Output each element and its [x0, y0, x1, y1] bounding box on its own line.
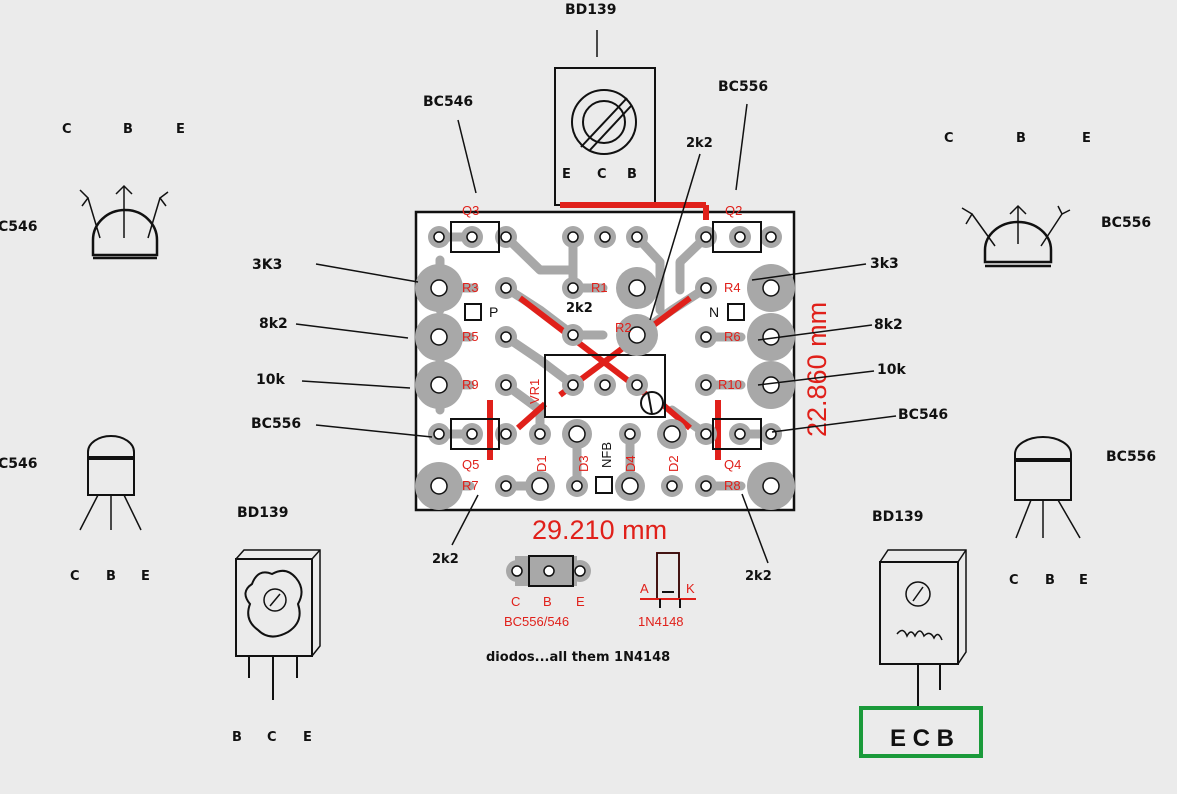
tr-pin-e: E	[1082, 131, 1091, 146]
r8k2-left-label: 8k2	[259, 316, 288, 332]
height-dimension: 22.860 mm	[802, 302, 832, 437]
svg-text:D1: D1	[534, 455, 549, 472]
svg-text:D2: D2	[666, 455, 681, 472]
pkg-name: BC556/546	[504, 614, 569, 629]
r8k2-right-label: 8k2	[874, 317, 903, 333]
width-dimension: 29.210 mm	[532, 515, 667, 545]
bc556-left-mid-label: BC556	[251, 416, 301, 432]
tr-pin-b: B	[1016, 131, 1026, 146]
bd139-left-pin-c: C	[267, 730, 277, 745]
bc546-left-side-label: C546	[0, 456, 38, 472]
svg-text:E: E	[576, 594, 585, 609]
bd139-left-pin-e: E	[303, 730, 312, 745]
diode-legend: A K 1N4148	[638, 552, 696, 629]
svg-text:Q2: Q2	[725, 203, 742, 218]
bl-pin-b: B	[106, 569, 116, 584]
svg-text:A: A	[640, 581, 649, 596]
r10k-left-label: 10k	[256, 372, 285, 388]
bc556-right-side-label: BC556	[1106, 449, 1156, 465]
r2k2-mid-label: 2k2	[566, 301, 593, 316]
bc556-top-right-label: BC556	[1101, 215, 1151, 231]
svg-text:P: P	[489, 304, 498, 320]
bd139-right-pins-ecb: E C B	[890, 725, 954, 752]
bc546-board-label: BC546	[423, 94, 473, 110]
svg-text:R2: R2	[615, 320, 632, 335]
tl-pin-c: C	[62, 122, 72, 137]
bd139-bottom-left: BD139 B C E	[232, 505, 321, 745]
package-legend: C B E BC556/546	[504, 555, 591, 629]
svg-text:R5: R5	[462, 329, 479, 344]
svg-text:Q3: Q3	[462, 203, 479, 218]
r2k2-br-label: 2k2	[745, 569, 772, 584]
br-pin-b: B	[1045, 573, 1055, 588]
tl-pin-e: E	[176, 122, 185, 137]
svg-text:VR1: VR1	[527, 379, 542, 404]
svg-text:K: K	[686, 581, 695, 596]
r10k-right-label: 10k	[877, 362, 906, 378]
leader-labels: BC546 BC556 2k2 2k2 3K3 8k2 10k BC556 2k…	[251, 79, 948, 584]
bd139-top-pin-b: B	[627, 167, 637, 182]
diode-note: diodos...all them 1N4148	[486, 650, 670, 665]
svg-text:C: C	[511, 594, 520, 609]
svg-text:B: B	[543, 594, 552, 609]
vr1-outline	[544, 354, 666, 418]
pcb-board: Q3 Q2 R3 R1 R4 R5 R2 R6 R9 R10 Q5 Q4 R7 …	[414, 202, 832, 545]
r2k2-bl-label: 2k2	[432, 552, 459, 567]
svg-text:R7: R7	[462, 478, 479, 493]
bc556-top-right: C B E BC556	[944, 131, 1151, 268]
bd139-top-pin-c: C	[597, 167, 607, 182]
svg-text:R9: R9	[462, 377, 479, 392]
diode-name: 1N4148	[638, 614, 684, 629]
svg-text:D3: D3	[576, 455, 591, 472]
svg-text:NFB: NFB	[599, 442, 614, 468]
bl-pin-c: C	[70, 569, 80, 584]
br-pin-e: E	[1079, 573, 1088, 588]
bd139-bottom-right: BD139 E C B	[859, 509, 983, 758]
svg-text:R6: R6	[724, 329, 741, 344]
svg-text:Q5: Q5	[462, 457, 479, 472]
bc556-board-label: BC556	[718, 79, 768, 95]
svg-text:R4: R4	[724, 280, 741, 295]
bc546-left-side: C546 C B E	[0, 435, 150, 584]
bc546-right-mid-label: BC546	[898, 407, 948, 423]
transistor-outlines	[450, 221, 762, 450]
r2k2-top-label: 2k2	[686, 136, 713, 151]
bl-pin-e: E	[141, 569, 150, 584]
bd139-left-label: BD139	[237, 505, 289, 521]
r3k3-right-label: 3k3	[870, 256, 899, 272]
svg-text:R3: R3	[462, 280, 479, 295]
ecb-highlight-box	[859, 706, 983, 758]
svg-text:R10: R10	[718, 377, 742, 392]
bd139-top-package: BD139 E C B	[554, 2, 656, 206]
svg-text:R8: R8	[724, 478, 741, 493]
bd139-left-pin-b: B	[232, 730, 242, 745]
svg-text:Q4: Q4	[724, 457, 741, 472]
r3k3-left-label: 3K3	[252, 257, 282, 273]
svg-text:R1: R1	[591, 280, 608, 295]
bc546-left-edge-label: C546	[0, 219, 38, 235]
bc556-right-side: BC556 C B E	[1009, 436, 1156, 588]
br-pin-c: C	[1009, 573, 1019, 588]
svg-text:D4: D4	[623, 455, 638, 472]
large-pads	[415, 264, 795, 510]
bd139-right-label: BD139	[872, 509, 924, 525]
tr-pin-c: C	[944, 131, 954, 146]
bc546-top-left: C B E C546	[0, 122, 185, 260]
svg-text:N: N	[709, 304, 719, 320]
board-refs: Q3 Q2 R3 R1 R4 R5 R2 R6 R9 R10 Q5 Q4 R7 …	[462, 203, 742, 493]
bd139-top-label: BD139	[565, 2, 617, 18]
bd139-top-pin-e: E	[562, 167, 571, 182]
tl-pin-b: B	[123, 122, 133, 137]
small-pads	[428, 226, 782, 497]
